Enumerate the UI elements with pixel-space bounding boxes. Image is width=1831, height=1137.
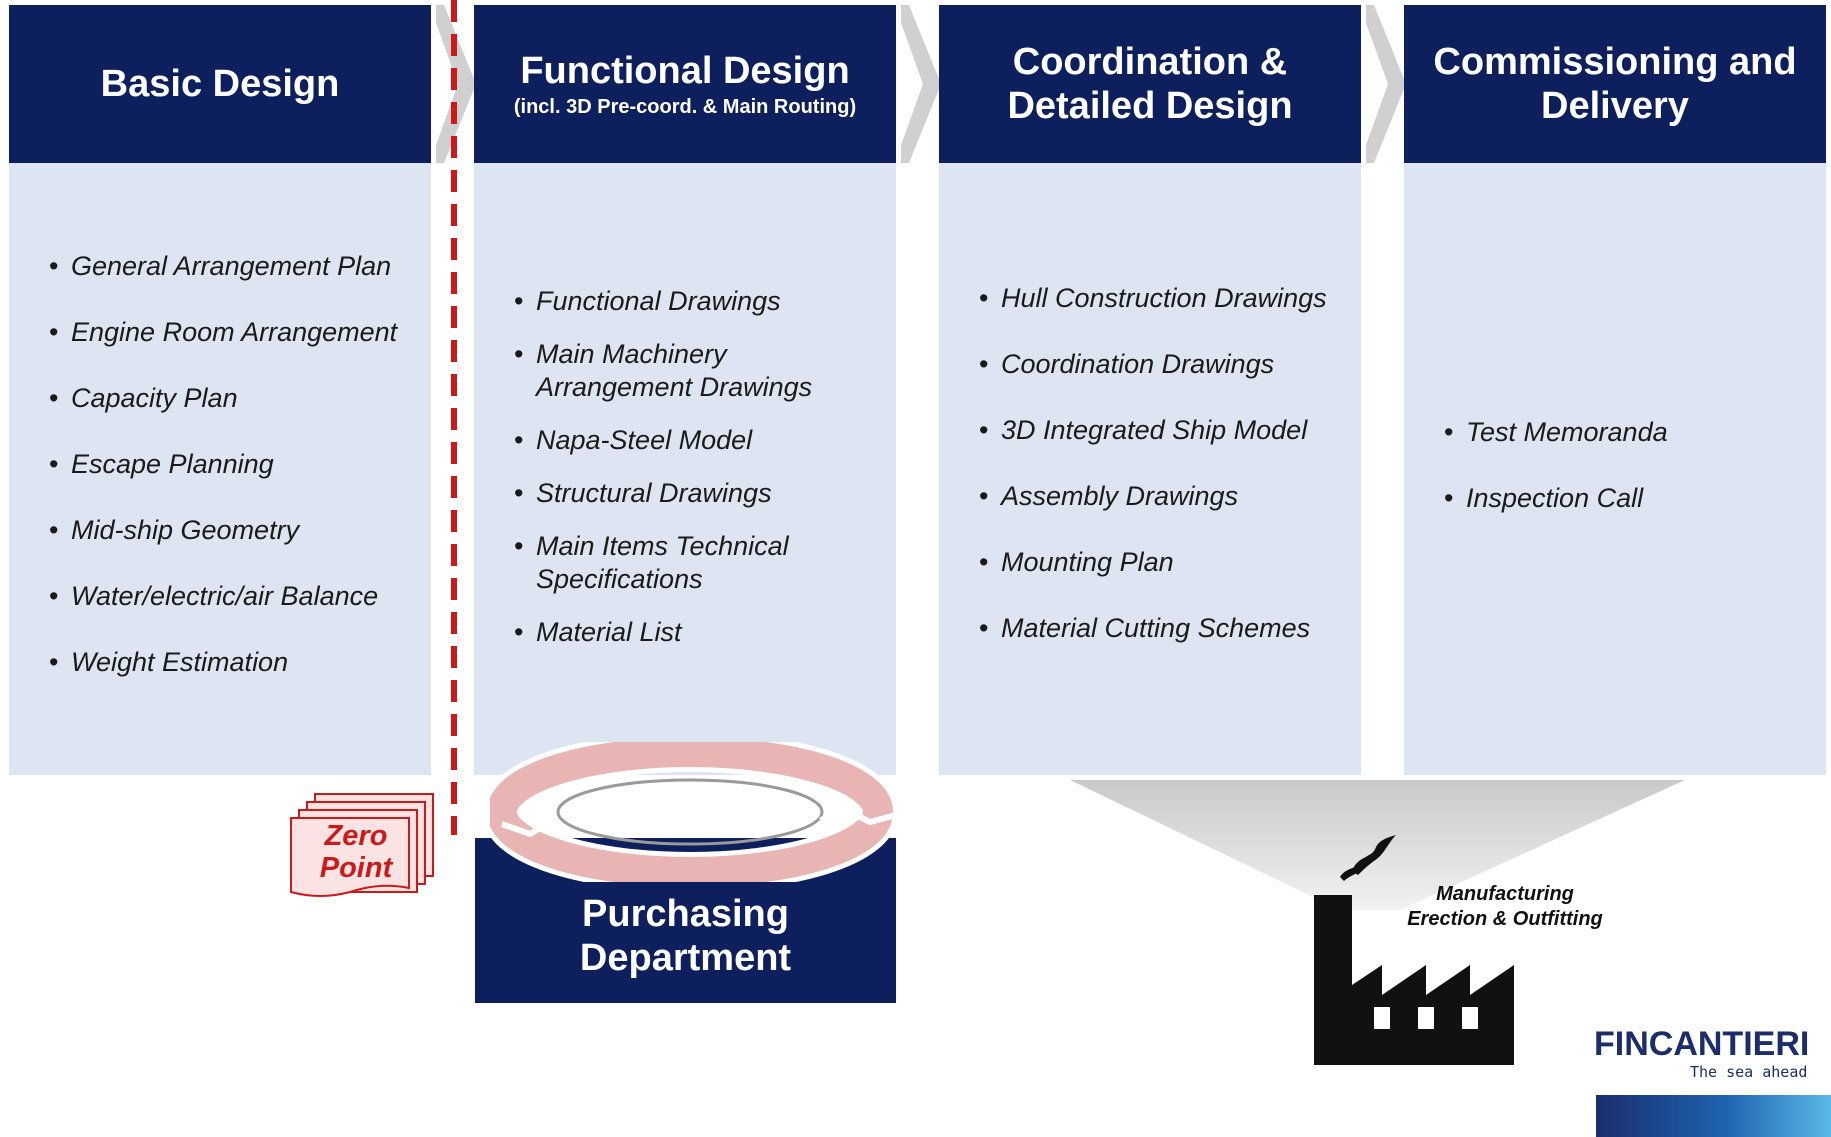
factory-label: Manufacturing Erection & Outfitting — [1407, 883, 1603, 930]
deliverables-list: Test Memoranda Inspection Call — [1444, 417, 1816, 514]
zero-point-label: Zero Point — [319, 820, 393, 884]
deliverables-list: Functional Drawings Main Machinery Arran… — [514, 285, 886, 649]
phase-title: Functional Design — [520, 50, 850, 92]
phase-panel: General Arrangement Plan Engine Room Arr… — [9, 163, 431, 775]
list-item: Material List — [514, 616, 886, 649]
phase-panel: Test Memoranda Inspection Call — [1404, 163, 1826, 775]
list-item: Napa-Steel Model — [514, 424, 886, 457]
phase-column-detailed-design: Coordination & Detailed Design Hull Cons… — [939, 5, 1361, 775]
list-item: Main Items Technical Specifications — [514, 530, 886, 596]
phase-panel: Hull Construction Drawings Coordination … — [939, 163, 1361, 775]
chevron-arrow-icon — [1366, 5, 1406, 163]
logo-tagline: The sea ahead — [1690, 1063, 1808, 1081]
list-item: Assembly Drawings — [979, 481, 1351, 512]
phase-title: Basic Design — [100, 63, 340, 105]
purchasing-label: Purchasing Department — [579, 892, 792, 979]
phase-column-commissioning: Commissioning and Delivery Test Memorand… — [1404, 5, 1826, 775]
phase-panel: Functional Drawings Main Machinery Arran… — [474, 163, 896, 775]
deliverables-list: General Arrangement Plan Engine Room Arr… — [49, 251, 421, 678]
phase-header: Coordination & Detailed Design — [939, 5, 1361, 163]
list-item: Mid-ship Geometry — [49, 515, 421, 546]
list-item: Water/electric/air Balance — [49, 581, 421, 612]
zero-point-document-icon — [290, 793, 434, 897]
list-item: Main Machinery Arrangement Drawings — [514, 338, 886, 404]
list-item: Test Memoranda — [1444, 417, 1816, 448]
list-item: General Arrangement Plan — [49, 251, 421, 282]
logo-bar — [1596, 1095, 1831, 1137]
list-item: Material Cutting Schemes — [979, 613, 1351, 644]
list-item: Escape Planning — [49, 449, 421, 480]
logo-wordmark: FINCANTIERI — [1594, 1025, 1810, 1063]
cycle-ring-icon — [490, 742, 901, 882]
chevron-arrow-icon — [901, 5, 941, 163]
list-item: Coordination Drawings — [979, 349, 1351, 380]
factory-icon — [1314, 835, 1514, 1065]
list-item: Weight Estimation — [49, 647, 421, 678]
list-item: 3D Integrated Ship Model — [979, 415, 1351, 446]
list-item: Inspection Call — [1444, 483, 1816, 514]
list-item: Mounting Plan — [979, 547, 1351, 578]
zero-point-divider — [451, 0, 457, 835]
phase-title: Coordination & Detailed Design — [1007, 41, 1293, 127]
list-item: Engine Room Arrangement — [49, 317, 421, 348]
list-item: Hull Construction Drawings — [979, 283, 1351, 314]
phase-header: Basic Design — [9, 5, 431, 163]
phase-column-basic-design: Basic Design General Arrangement Plan En… — [9, 5, 431, 775]
phase-header: Functional Design (incl. 3D Pre-coord. &… — [474, 5, 896, 163]
phase-column-functional-design: Functional Design (incl. 3D Pre-coord. &… — [474, 5, 896, 775]
list-item: Capacity Plan — [49, 383, 421, 414]
deliverables-list: Hull Construction Drawings Coordination … — [979, 283, 1351, 644]
list-item: Functional Drawings — [514, 285, 886, 318]
phase-header: Commissioning and Delivery — [1404, 5, 1826, 163]
chevron-arrow-icon — [436, 5, 476, 163]
phase-subtitle: (incl. 3D Pre-coord. & Main Routing) — [513, 96, 857, 118]
phase-title: Commissioning and Delivery — [1433, 41, 1797, 127]
list-item: Structural Drawings — [514, 477, 886, 510]
